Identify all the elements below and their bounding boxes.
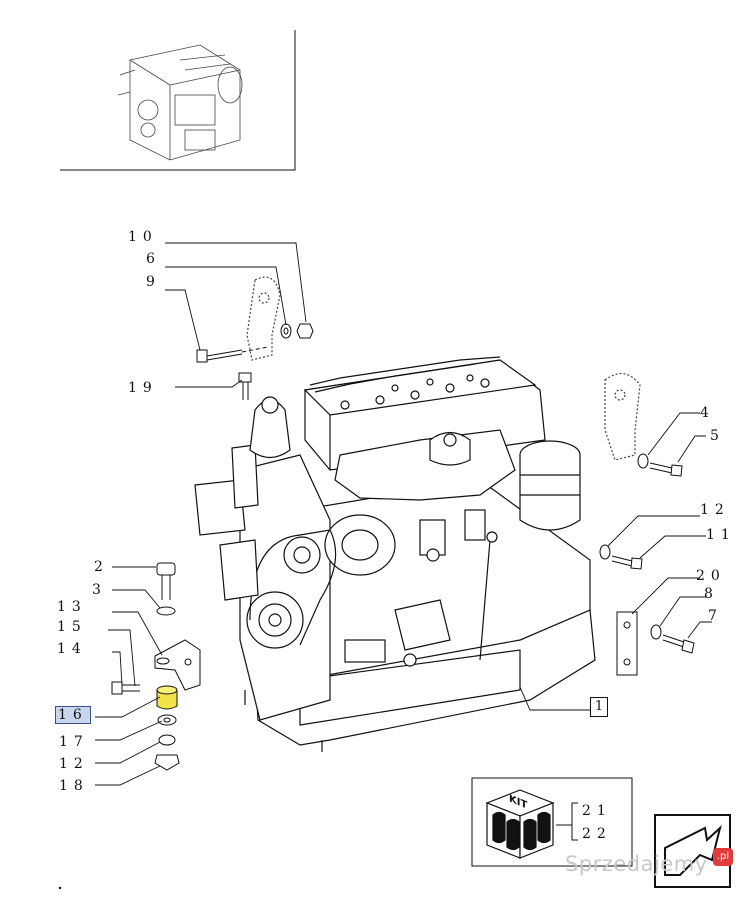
- kit-leader-bracket: [556, 802, 578, 841]
- part-bracket-20: [616, 611, 638, 676]
- thumbnail-engine: [117, 44, 243, 161]
- ghost-mount-right: [604, 373, 641, 461]
- callout-18: 18: [59, 778, 89, 794]
- callout-7: 7: [708, 608, 723, 624]
- callout-22: 22: [582, 826, 612, 842]
- callout-13: 13: [57, 599, 87, 615]
- callout-2: 2: [94, 559, 109, 575]
- part-washer-6: [280, 323, 292, 339]
- callout-12-right: 12: [700, 502, 730, 518]
- callout-9: 9: [146, 274, 161, 290]
- callout-16-highlighted: 16: [55, 706, 91, 724]
- part-mount-16-highlighted: [156, 685, 178, 710]
- callout-1-boxed: 1: [590, 697, 608, 717]
- part-washer-12: [599, 544, 611, 560]
- callout-11: 11: [706, 527, 736, 543]
- callout-12-left: 12: [59, 756, 89, 772]
- callout-17: 17: [59, 734, 89, 750]
- part-nut-10: [296, 323, 314, 339]
- callout-20: 20: [696, 568, 726, 584]
- callout-14: 14: [57, 641, 87, 657]
- callout-4: 4: [700, 405, 715, 421]
- kit-frame: [471, 777, 633, 867]
- callout-19: 19: [128, 380, 158, 396]
- part-washer-12b: [158, 734, 176, 746]
- part-washer-8: [650, 624, 662, 640]
- callout-21: 21: [582, 803, 612, 819]
- callout-3: 3: [92, 582, 107, 598]
- part-bolt-11: [611, 555, 643, 570]
- callout-5: 5: [710, 428, 725, 444]
- part-bolt-7: [662, 634, 695, 654]
- part-washer-4: [637, 453, 649, 469]
- part-stud-19: [238, 372, 252, 400]
- part-bracket-13: [154, 639, 201, 691]
- part-washer-3: [156, 606, 176, 616]
- part-bolt-2: [156, 562, 176, 600]
- watermark-text: Sprzedajemy: [565, 852, 708, 876]
- watermark-badge: .pl: [713, 848, 733, 866]
- kit-cube-icon: [485, 789, 555, 859]
- engine-block: [194, 356, 596, 752]
- part-nut-18: [154, 754, 180, 771]
- part-bolt-5: [649, 462, 683, 477]
- callout-10: 10: [128, 229, 158, 245]
- part-bolt-9: [196, 349, 243, 363]
- callout-15: 15: [57, 619, 87, 635]
- callout-6: 6: [146, 251, 161, 267]
- corner-dot: [58, 886, 62, 890]
- ghost-mount-top: [246, 276, 281, 361]
- part-bolt-14: [111, 681, 140, 695]
- thumbnail-frame: [60, 30, 296, 171]
- leader-lines: [95, 242, 712, 786]
- callout-8: 8: [704, 586, 719, 602]
- part-washer-17: [157, 714, 177, 726]
